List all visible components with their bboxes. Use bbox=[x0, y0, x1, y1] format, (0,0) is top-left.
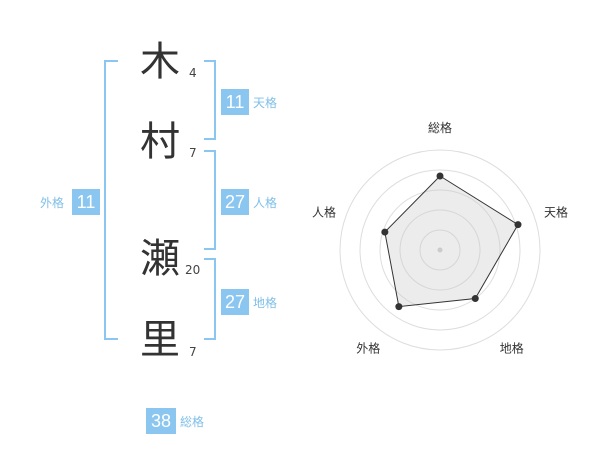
name-char-3: 瀬 bbox=[140, 236, 180, 282]
gaikaku-bracket bbox=[104, 60, 118, 340]
gaikaku-value: 11 bbox=[72, 189, 100, 215]
radar-ring-1 bbox=[419, 229, 461, 271]
radar-ring-5 bbox=[339, 149, 541, 351]
chikaku-value: 27 bbox=[221, 289, 249, 315]
radar-ring-4 bbox=[359, 169, 521, 331]
radar-point-4 bbox=[395, 303, 403, 311]
jinkaku-value: 27 bbox=[221, 189, 249, 215]
stroke-count-2: 7 bbox=[189, 146, 197, 160]
radar-ring-3 bbox=[379, 189, 501, 311]
jinkaku-label: 人格 bbox=[253, 196, 278, 210]
soukaku-label: 総格 bbox=[180, 415, 205, 429]
radar-axis-label-4: 外格 bbox=[356, 341, 380, 356]
radar-ring-2 bbox=[399, 209, 481, 291]
name-char-4: 里 bbox=[140, 317, 180, 363]
radar-axis-label-2: 天格 bbox=[544, 204, 568, 219]
radar-axis-label-3: 地格 bbox=[500, 341, 524, 356]
soukaku-value: 38 bbox=[146, 408, 176, 434]
radar-data-polygon bbox=[384, 175, 519, 308]
radar-center-dot bbox=[437, 247, 443, 253]
stroke-count-4: 7 bbox=[189, 345, 197, 359]
radar-point-2 bbox=[514, 221, 522, 229]
radar-point-3 bbox=[471, 295, 479, 303]
chikaku-bracket bbox=[204, 258, 216, 340]
chikaku-label: 地格 bbox=[253, 296, 278, 310]
tenkaku-bracket bbox=[204, 60, 216, 140]
radar-axis-label-5: 人格 bbox=[312, 204, 336, 219]
stroke-count-1: 4 bbox=[189, 66, 197, 80]
gaikaku-label: 外格 bbox=[40, 196, 65, 210]
radar-axis-label-1: 総格 bbox=[428, 120, 452, 135]
tenkaku-value: 11 bbox=[221, 89, 249, 115]
stroke-count-3: 20 bbox=[185, 263, 201, 277]
tenkaku-label: 天格 bbox=[253, 96, 278, 110]
name-char-2: 村 bbox=[140, 119, 180, 165]
jinkaku-bracket bbox=[204, 150, 216, 250]
radar-point-1 bbox=[436, 172, 444, 180]
radar-point-5 bbox=[381, 228, 389, 236]
name-char-1: 木 bbox=[140, 39, 180, 85]
